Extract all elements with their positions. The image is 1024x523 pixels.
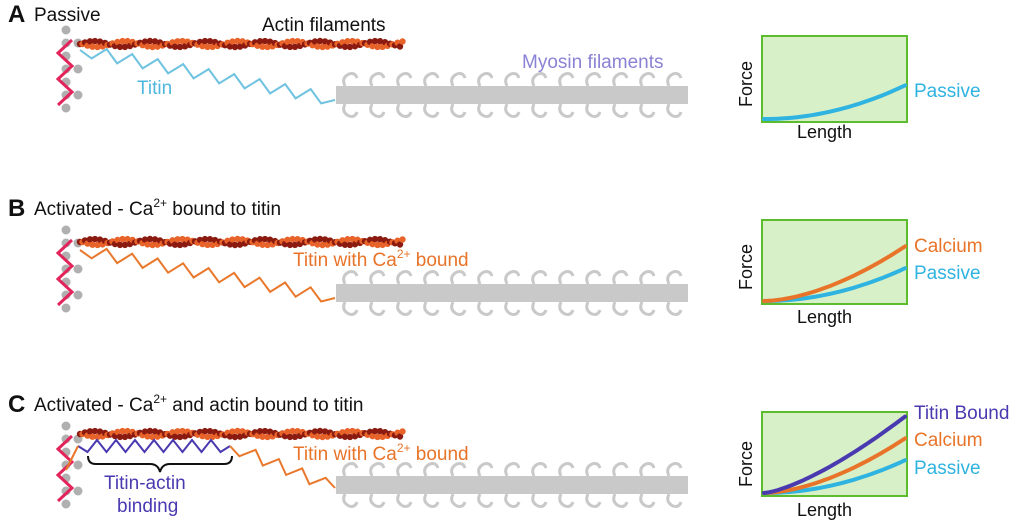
myosin-filament	[336, 270, 688, 316]
graph-y-label: Force	[736, 244, 756, 290]
curve-label-passive: Passive	[914, 81, 981, 102]
titin-actin-binding-label-line2: binding	[117, 496, 178, 517]
myosin-filament	[336, 462, 688, 508]
panel-a: A Passive Actin filaments Myosin filamen…	[8, 1, 981, 142]
titin-actin-bound-segment	[77, 438, 231, 454]
myosin-filaments-label: Myosin filaments	[522, 52, 664, 73]
actin-filament	[76, 235, 406, 249]
force-length-graph	[761, 219, 908, 305]
panel-c-letter: C	[8, 391, 25, 418]
titin-label: Titin	[137, 78, 172, 99]
actin-filament	[76, 427, 406, 441]
actin-filaments-label: Actin filaments	[262, 15, 386, 36]
graph-x-label: Length	[797, 500, 852, 520]
panel-a-title: Passive	[34, 5, 101, 26]
titin-anchor	[65, 445, 79, 471]
curve-passive	[762, 83, 907, 121]
titin-spring	[79, 247, 336, 303]
actin-filament	[76, 37, 406, 51]
binding-brace	[87, 455, 233, 473]
panel-b-title: Activated - Ca2+ bound to titin	[34, 196, 281, 220]
graph-x-label: Length	[797, 122, 852, 142]
curve-label-passive: Passive	[914, 263, 981, 284]
curve-calcium	[762, 244, 907, 303]
curve-label-passive: Passive	[914, 458, 981, 479]
panel-a-letter: A	[8, 1, 25, 28]
panel-b-letter: B	[8, 195, 25, 222]
curve-bound	[762, 414, 907, 495]
titin-actin-binding-label-line1: Titin-actin	[104, 473, 186, 494]
titin-calcium-label: Titin with Ca2+ bound	[293, 441, 469, 465]
panel-c: C Activated - Ca2+ and actin bound to ti…	[8, 391, 1009, 520]
curve-label-titin-bound: Titin Bound	[914, 403, 1009, 424]
graph-y-label: Force	[736, 61, 756, 107]
titin-calcium-label: Titin with Ca2+ bound	[293, 247, 469, 271]
graph-y-label: Force	[736, 441, 756, 487]
titin-spring	[79, 47, 336, 105]
titin-spring	[229, 445, 336, 489]
z-disk	[55, 25, 83, 113]
z-disk	[55, 421, 83, 509]
force-length-graph	[761, 35, 908, 123]
panel-c-title: Activated - Ca2+ and actin bound to titi…	[34, 392, 364, 416]
graph-x-label: Length	[797, 307, 852, 327]
z-disk	[55, 225, 83, 313]
force-length-graph	[761, 411, 908, 497]
curve-label-calcium: Calcium	[914, 236, 983, 257]
curve-calcium	[762, 436, 907, 495]
curve-label-calcium: Calcium	[914, 430, 983, 451]
panel-b: B Activated - Ca2+ bound to titin Titin …	[8, 195, 983, 327]
myosin-filament	[336, 72, 688, 118]
